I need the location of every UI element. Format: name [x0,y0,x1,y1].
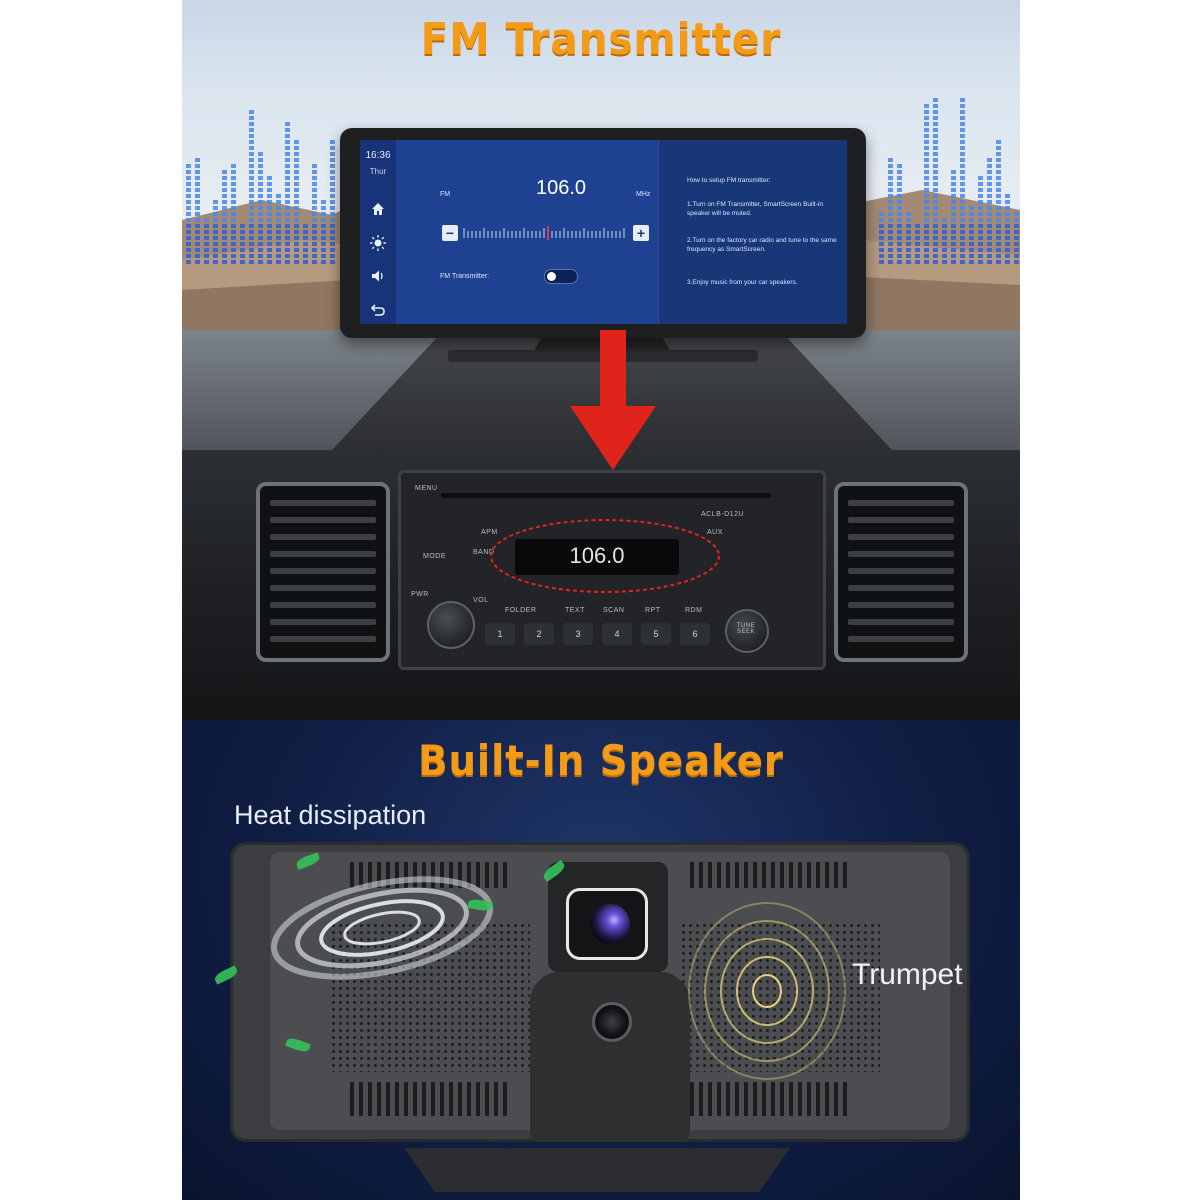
sound-wave-icon [688,902,846,1080]
mode-button[interactable]: MODE [423,553,446,560]
vent-slat [270,534,376,540]
down-arrow-icon [570,330,656,470]
toggle-knob [547,272,556,281]
text-button[interactable]: TEXT [565,607,585,614]
car-radio: MENU ACLB-D12U APM AUX MODE BAND 106.0 P… [398,470,826,670]
vent-grille-top-right [690,862,850,888]
fm-transmitter-panel: FM Transmitter 16:36 Thur [182,0,1020,720]
vent-slat [270,636,376,642]
radio-display: 106.0 [515,539,679,575]
built-in-speaker-panel: Built-In Speaker Heat dissipation [182,720,1020,1200]
vent-slat [848,585,954,591]
vent-slat [270,568,376,574]
band-label: FM [440,191,451,198]
volume-knob[interactable] [427,601,475,649]
radio-label-vol: VOL [473,597,489,604]
screen-sidebar: 16:36 Thur [360,140,396,324]
band-button[interactable]: BAND [473,549,495,556]
vent-grille-top-left [350,862,510,888]
fm-transmitter-toggle[interactable] [544,269,578,284]
vent-slat [848,568,954,574]
highlight-oval [490,519,720,593]
vent-slat [848,619,954,625]
preset-button[interactable]: 5 [641,623,671,645]
vent-slat [270,500,376,506]
vent-slat [848,602,954,608]
folder-button[interactable]: FOLDER [505,607,537,614]
vent-slat [270,517,376,523]
vent-slat [848,551,954,557]
clock-day: Thur [369,167,387,176]
heat-dissipation-label: Heat dissipation [234,800,427,830]
vent-grille-bottom-left [350,1082,510,1116]
preset-button[interactable]: 6 [680,623,710,645]
vent-slat [270,551,376,557]
fm-transmitter-label: FM Transmitter: [440,273,490,280]
fm-frequency: 106.0 [536,177,587,199]
radio-label-pwr: PWR [411,591,429,598]
radio-label-apm: APM [481,529,498,536]
mount-base [404,1148,790,1192]
instruction-step: 3.Enjoy music from your car speakers. [687,279,798,286]
vent-slat [848,500,954,506]
mount-camera-lens-icon [592,1002,632,1042]
smartscreen-device: 16:36 Thur FM [340,128,866,338]
vent-grille-bottom-right [690,1082,850,1116]
home-icon[interactable] [369,200,387,218]
rdm-button[interactable]: RDM [685,607,703,614]
volume-icon[interactable] [369,267,387,285]
preset-button[interactable]: 2 [524,623,554,645]
clock-time: 16:36 [365,150,391,161]
vent-slat [270,585,376,591]
suction-mount [530,972,690,1142]
heat-swirl-icon [271,876,493,980]
preset-button[interactable]: 3 [563,623,593,645]
vent-slat [848,534,954,540]
vent-slat [270,619,376,625]
tune-seek-label: TUNE SEEK [736,623,756,635]
radio-frequency: 106.0 [569,543,625,568]
instruction-step: 1.Turn on FM Transmitter, SmartScreen Bu… [687,201,823,217]
frequency-tuner-slider[interactable] [462,226,628,240]
instructions-heading: How to setup FM transmitter: [687,177,771,184]
setup-instructions: How to setup FM transmitter: 1.Turn on F… [658,140,847,324]
vent-slat [848,517,954,523]
radio-model: ACLB-D12U [701,511,745,518]
brightness-icon[interactable] [369,234,387,252]
rpt-button[interactable]: RPT [645,607,661,614]
tune-seek-knob[interactable] [725,609,769,653]
section-title-speaker: Built-In Speaker [418,736,784,785]
instruction-step: 2.Turn on the factory car radio and tune… [687,237,837,253]
radio-label-aux: AUX [707,529,723,536]
frequency-unit: MHz [636,191,651,198]
device-screen: 16:36 Thur FM [360,140,847,324]
preset-button[interactable]: 1 [485,623,515,645]
fm-control-panel: FM 106.0 MHz − + FM Transmitter: [396,140,658,324]
preset-button[interactable]: 4 [602,623,632,645]
trumpet-label: Trumpet [852,958,963,991]
frequency-down-button[interactable]: − [442,225,458,241]
equalizer-graphic [186,98,1019,264]
radio-label-menu: MENU [415,485,438,492]
vent-slat [848,636,954,642]
frequency-up-button[interactable]: + [633,225,649,241]
camera-lens-icon [590,904,630,944]
air-vent-left [256,482,390,662]
section-title-fm: FM Transmitter [420,14,782,65]
cd-slot [441,493,771,498]
air-vent-right [834,482,968,662]
scan-button[interactable]: SCAN [603,607,625,614]
back-icon[interactable] [369,300,387,318]
vent-slat [270,602,376,608]
